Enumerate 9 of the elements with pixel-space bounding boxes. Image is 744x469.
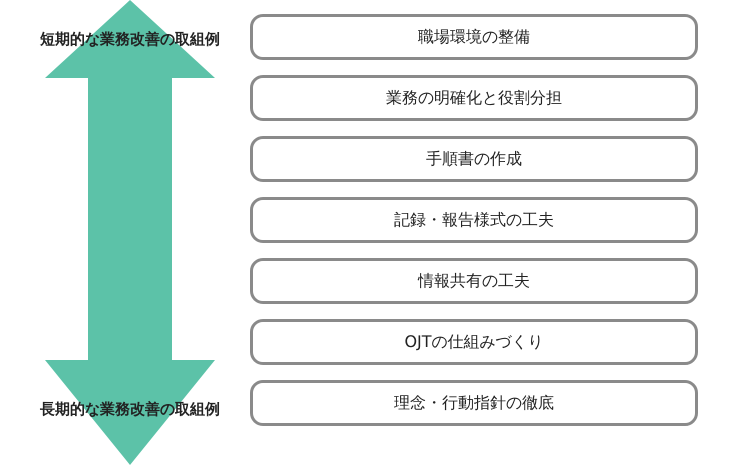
- process-box: 理念・行動指針の徹底: [250, 380, 698, 426]
- end-label: 長期的な業務改善の取組例: [39, 399, 221, 420]
- process-box: 業務の明確化と役割分担: [250, 75, 698, 121]
- end-label: 短期的な業務改善の取組例: [39, 29, 221, 50]
- process-box: 職場環境の整備: [250, 14, 698, 60]
- process-box: 手順書の作成: [250, 136, 698, 182]
- process-box: 情報共有の工夫: [250, 258, 698, 304]
- process-box: 記録・報告様式の工夫: [250, 197, 698, 243]
- process-box: OJTの仕組みづくり: [250, 319, 698, 365]
